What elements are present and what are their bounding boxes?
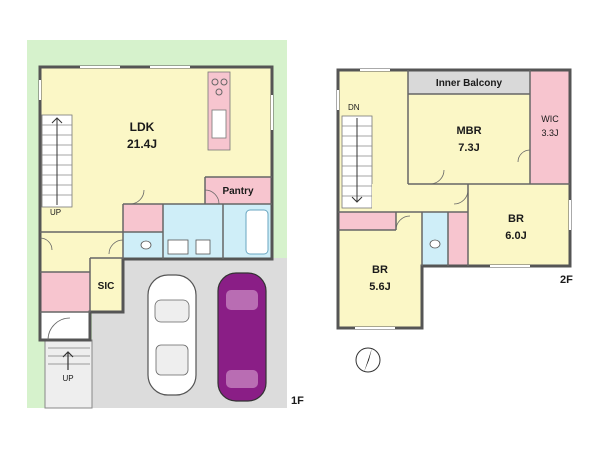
door-arc	[429, 169, 445, 185]
floor-1-plan: LDK 21.4J Pantry SIC UP UP 1F	[27, 40, 304, 409]
walls-1f	[38, 65, 274, 342]
entry-up-label: UP	[62, 374, 73, 383]
stove-icon	[211, 78, 219, 86]
toilet-icon	[140, 240, 152, 250]
entry-steps	[48, 347, 90, 365]
br-left-room	[338, 212, 422, 328]
sink-icon	[211, 109, 227, 139]
closet-br-right	[448, 212, 468, 266]
stair-up-label: UP	[50, 208, 61, 217]
sic-room	[90, 258, 123, 312]
floor-1-label: 1F	[291, 395, 304, 407]
stair-arrow-icon	[51, 117, 63, 205]
stove-icon	[215, 88, 223, 96]
bathtub-icon	[245, 209, 269, 255]
door-arc	[129, 189, 145, 205]
door-arc	[39, 237, 53, 251]
north-compass-icon	[355, 347, 381, 373]
wic-size: 3.3J	[541, 128, 558, 138]
door-arc	[204, 189, 220, 205]
hall-mid	[372, 184, 468, 212]
ldk-size: 21.4J	[127, 137, 157, 151]
floor-2-label: 2F	[560, 274, 573, 286]
inner-balcony	[408, 70, 530, 94]
mbr-label: MBR	[456, 125, 481, 137]
washer-icon	[195, 239, 211, 255]
door-arc	[453, 189, 469, 205]
partitions-2f	[338, 70, 570, 266]
br-right-room	[468, 184, 570, 266]
door-arc	[108, 239, 124, 255]
wic-room	[530, 70, 570, 184]
br-right-label: BR	[508, 213, 524, 225]
up-arrow-icon	[62, 351, 74, 370]
entry-path	[44, 339, 93, 409]
toilet-icon	[429, 239, 441, 249]
stair-dn-label: DN	[348, 103, 360, 112]
wic-label: WIC	[541, 114, 559, 124]
mbr-size: 7.3J	[458, 142, 479, 154]
sic-label: SIC	[98, 281, 115, 292]
windows-2f	[337, 69, 571, 329]
shoe-closet	[40, 272, 90, 312]
washbasin-icon	[167, 239, 189, 255]
partitions-1f	[40, 176, 272, 313]
windows-1f	[39, 66, 273, 130]
inner-balcony-label: Inner Balcony	[436, 78, 503, 89]
floor-2-plan: Inner Balcony MBR 7.3J WIC 3.3J BR 6.0J …	[336, 68, 573, 373]
closet-br-left	[338, 212, 396, 230]
br-left-size: 5.6J	[369, 281, 390, 293]
car-white-icon	[147, 274, 197, 396]
ldk-label: LDK	[130, 120, 155, 134]
pantry-room	[205, 177, 272, 204]
stove-icon	[220, 78, 228, 86]
stair-arrow-icon	[351, 118, 363, 203]
toilet-2f	[422, 212, 448, 266]
mbr-room	[408, 94, 530, 184]
br-right-size: 6.0J	[505, 230, 526, 242]
door-arc	[395, 215, 411, 231]
entry-door	[47, 317, 71, 341]
br-left-label: BR	[372, 264, 388, 276]
pantry-label: Pantry	[222, 186, 254, 197]
car-purple-icon	[217, 272, 267, 402]
door-arc	[517, 149, 531, 163]
entrance	[40, 312, 90, 340]
storage-closet	[123, 204, 163, 232]
